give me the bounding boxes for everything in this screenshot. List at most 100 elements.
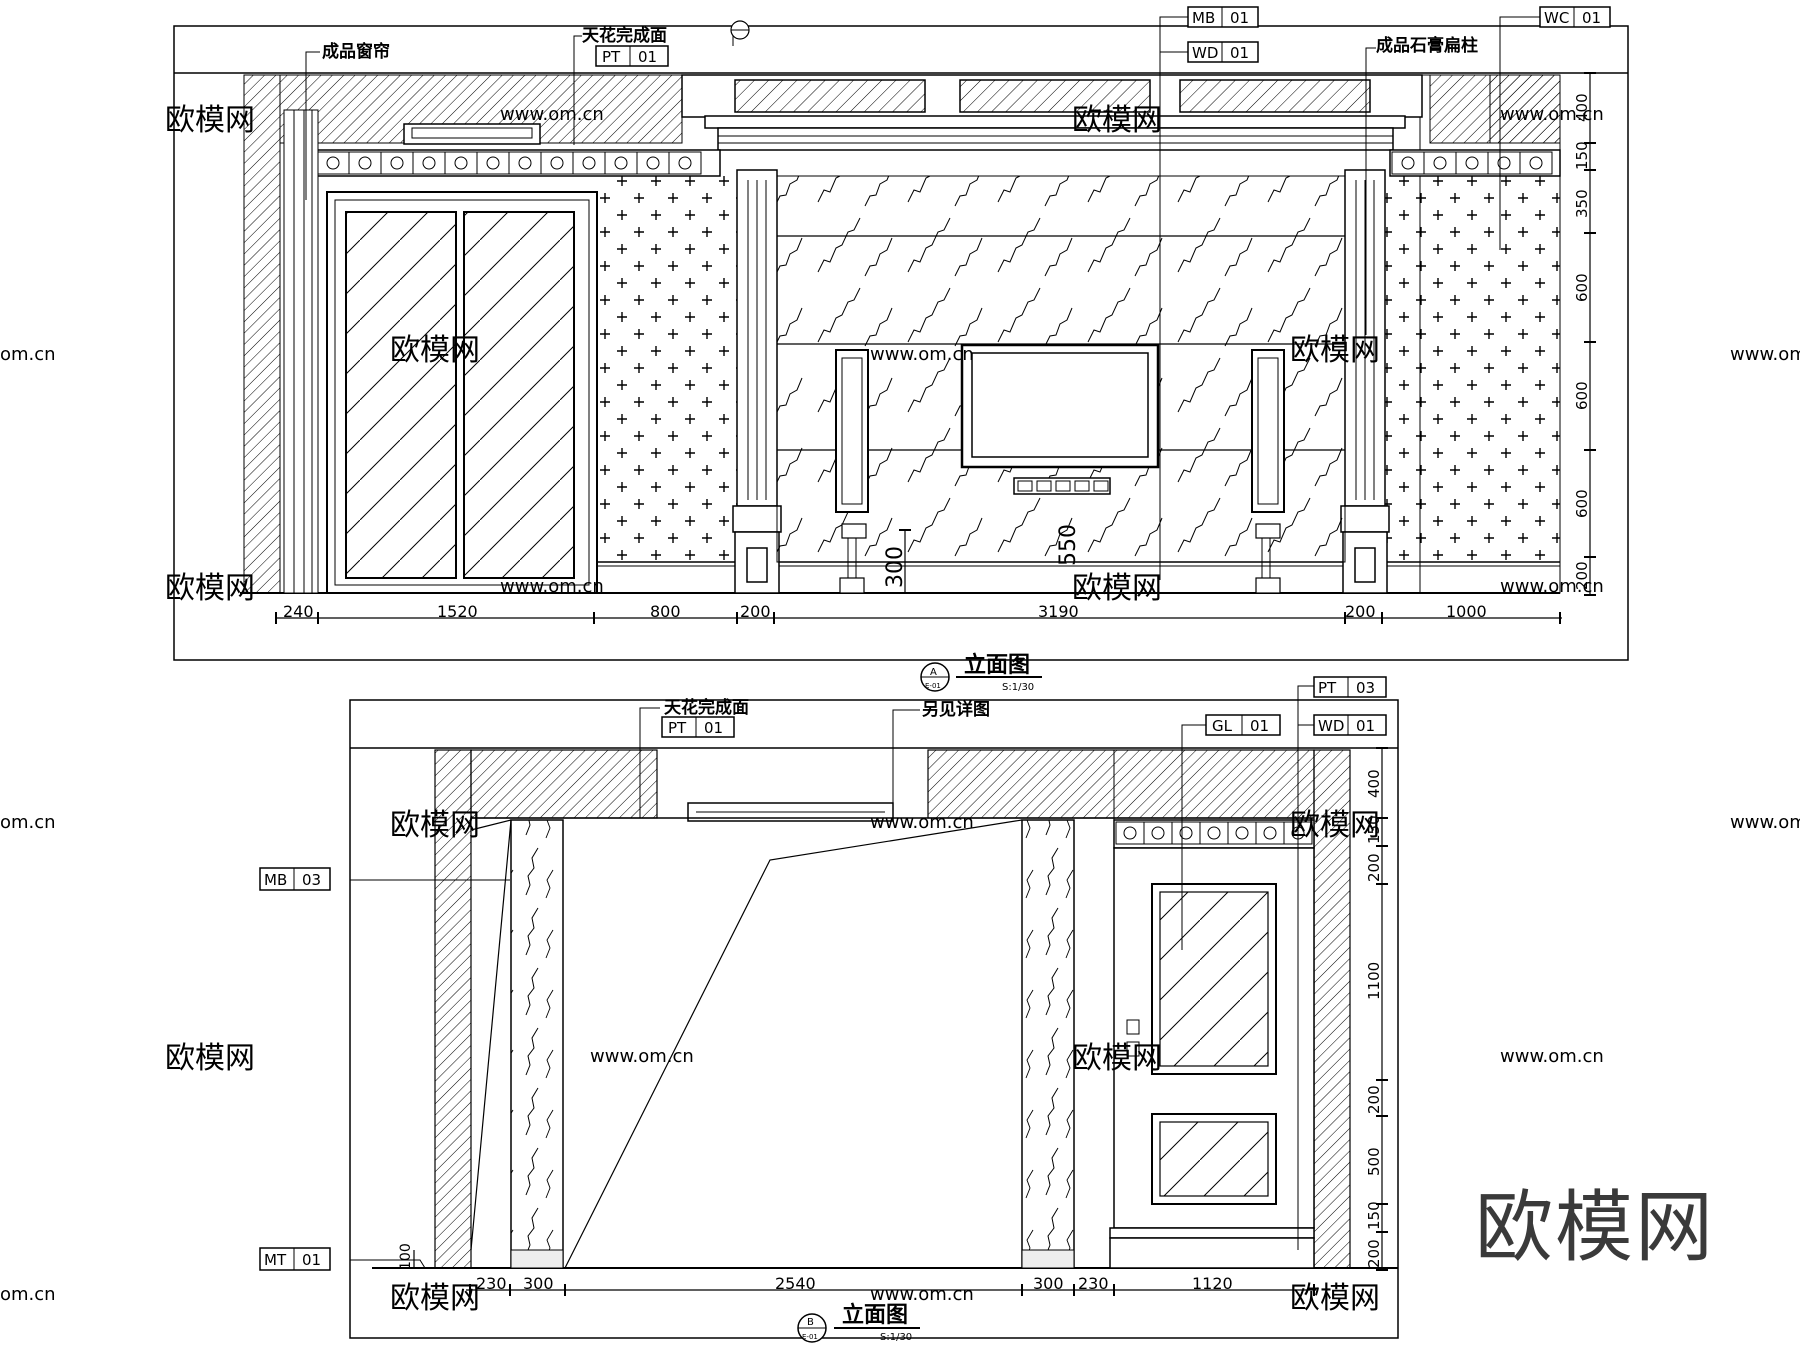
svg-text:03: 03 [302, 871, 321, 889]
label-column: 成品石膏扁柱 [1376, 35, 1478, 56]
svg-text:欧模网: 欧模网 [1072, 103, 1162, 138]
sheet-frame-a [173, 25, 1629, 661]
dim-br-5: 200 [1365, 1085, 1383, 1114]
tag-wc01: WC 01 [1539, 6, 1611, 28]
dim-b-2: 300 [523, 1274, 554, 1293]
svg-text:欧模网: 欧模网 [165, 571, 255, 606]
symbol-a-letter: A [930, 667, 937, 678]
svg-text:01: 01 [704, 719, 723, 737]
dim-a-1: 240 [283, 602, 314, 621]
dim-b-6: 1120 [1192, 1274, 1233, 1293]
svg-text:om.cn: om.cn [0, 344, 56, 365]
svg-text:欧模网: 欧模网 [165, 1041, 255, 1076]
svg-text:欧模网: 欧模网 [1290, 1281, 1380, 1316]
dim-ticks-right-b [1376, 747, 1388, 1271]
dim-a-2: 1520 [437, 602, 478, 621]
dim-br-6: 500 [1365, 1147, 1383, 1176]
leader-lines-a [305, 16, 1540, 580]
svg-text:MT: MT [264, 1251, 287, 1269]
sliding-glass-door [326, 191, 598, 594]
dim-ar-2: 150 [1573, 141, 1591, 170]
svg-text:欧模网: 欧模网 [1072, 571, 1162, 606]
leader-lines-b [350, 685, 1314, 1269]
dim-ar-6: 600 [1573, 489, 1591, 518]
cornice-dentils-a [316, 151, 1553, 175]
dim-inner-300: 300 [883, 546, 908, 588]
svg-text:MB: MB [1192, 9, 1215, 27]
tag-mt01: MT 01 [259, 1247, 331, 1271]
wall-left-b [434, 749, 472, 1269]
svg-text:www.om.cn: www.om.cn [590, 1046, 694, 1067]
svg-text:www.om.cn: www.om.cn [500, 576, 604, 597]
tag-pt03: PT 03 [1313, 676, 1387, 698]
tag-pt01-a: PT 01 [595, 45, 669, 67]
wall-right-b [1313, 749, 1351, 1269]
tag-gl01: GL 01 [1205, 714, 1281, 736]
label-ceiling-a: 天花完成面 [582, 25, 667, 46]
dim-a-5: 3190 [1038, 602, 1079, 621]
svg-text:01: 01 [1230, 44, 1249, 62]
dim-a-3: 800 [650, 602, 681, 621]
wallpaper-panel-right [1385, 176, 1560, 562]
scale-a: S:1/30 [1002, 682, 1034, 693]
dim-br-7: 150 [1365, 1201, 1383, 1230]
dimension-chain-right-b: 400 150 200 1100 200 500 150 200 [1365, 769, 1383, 1268]
dim-ar-1: 400 [1573, 93, 1591, 122]
symbol-a-ref: E-01 [925, 682, 941, 690]
watermark-urls: www.om.cn www.om.cn om.cn www.om.cn www.… [0, 104, 1800, 1305]
watermarks: 欧模网 欧模网 欧模网 欧模网 欧模网 欧模网 欧模网 欧模网 欧模网 欧模网 … [165, 103, 1380, 1316]
tag-mb01: MB 01 [1187, 6, 1259, 28]
label-ceiling-b: 天花完成面 [664, 697, 749, 718]
symbol-b-ref: E-01 [802, 1333, 818, 1341]
svg-text:www.om.cn: www.om.cn [1500, 1046, 1604, 1067]
gypsum-column-left [732, 169, 782, 594]
speaker-right [1251, 349, 1285, 594]
gypsum-column-right [1340, 169, 1390, 594]
svg-text:01: 01 [1230, 9, 1249, 27]
svg-text:www.om.cn: www.om.cn [1500, 576, 1604, 597]
svg-text:欧模网: 欧模网 [1290, 333, 1380, 368]
svg-text:01: 01 [1250, 717, 1269, 735]
dim-ar-7: 200 [1573, 561, 1591, 590]
svg-text:PT: PT [602, 48, 621, 66]
curtain [283, 109, 319, 594]
dim-br-2: 150 [1365, 815, 1383, 844]
svg-text:www.om.cn: www.om.cn [870, 1284, 974, 1305]
dim-br-4: 1100 [1365, 962, 1383, 1000]
dim-br-8: 200 [1365, 1239, 1383, 1268]
svg-text:WD: WD [1318, 717, 1344, 735]
dim-b-1: 230 [476, 1274, 507, 1293]
marble-pilaster-right [1021, 819, 1075, 1269]
svg-text:www.om.cn: www.om.cn [870, 344, 974, 365]
svg-text:01: 01 [1582, 9, 1601, 27]
svg-text:欧模网: 欧模网 [390, 808, 480, 843]
svg-text:www.om.cn: www.om.cn [1730, 812, 1800, 833]
dim-br-3: 200 [1365, 853, 1383, 882]
dim-b-4: 300 [1033, 1274, 1064, 1293]
dim-inner-550: 550 [1056, 524, 1081, 566]
svg-text:MB: MB [264, 871, 287, 889]
svg-text:www.om.cn: www.om.cn [1730, 344, 1800, 365]
dim-br-1: 400 [1365, 769, 1383, 798]
dim-ticks-right-a [1584, 72, 1596, 596]
svg-text:GL: GL [1212, 717, 1233, 735]
svg-text:欧模网: 欧模网 [1290, 808, 1380, 843]
dim-ar-4: 600 [1573, 273, 1591, 302]
svg-text:欧模网: 欧模网 [390, 333, 480, 368]
svg-text:www.om.cn: www.om.cn [870, 812, 974, 833]
dimension-chain-a: 240 1520 800 200 3190 200 1000 [283, 602, 1487, 621]
svg-text:WC: WC [1544, 9, 1569, 27]
title-a: 立面图 [964, 652, 1030, 678]
svg-text:WD: WD [1192, 44, 1218, 62]
dim-ar-3: 350 [1573, 189, 1591, 218]
dim-b-3: 2540 [775, 1274, 816, 1293]
svg-text:01: 01 [1356, 717, 1375, 735]
dim-ar-5: 600 [1573, 381, 1591, 410]
svg-text:01: 01 [638, 48, 657, 66]
dimension-chain-b: 230 300 2540 300 230 1120 [476, 1274, 1233, 1293]
speaker-left [835, 349, 869, 594]
elevation-b: 天花完成面 另见详图 PT 01 PT 03 GL 01 WD 01 [259, 676, 1399, 1343]
svg-text:PT: PT [1318, 679, 1337, 697]
dim-b-5: 230 [1078, 1274, 1109, 1293]
